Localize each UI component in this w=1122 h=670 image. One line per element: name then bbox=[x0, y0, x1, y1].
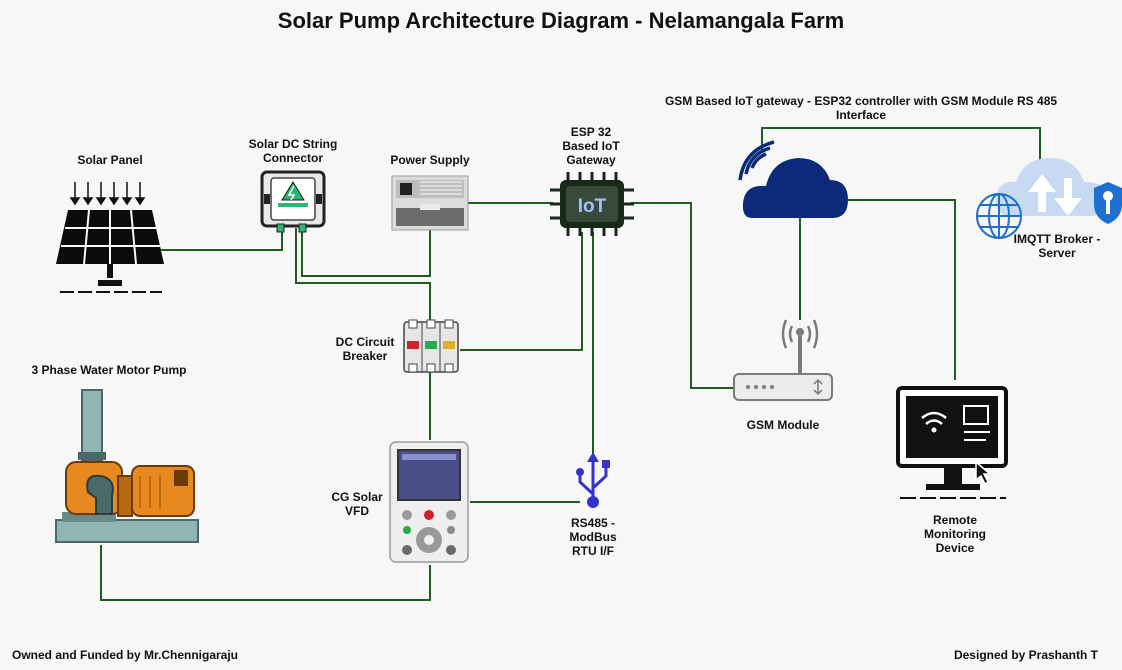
motor-pump-icon bbox=[55, 389, 199, 543]
label-mqtt-broker: IMQTT Broker - Server bbox=[1013, 232, 1101, 260]
footer-owner: Owned and Funded by Mr.Chennigaraju bbox=[12, 648, 239, 662]
wires bbox=[100, 127, 1041, 601]
monitor-icon bbox=[896, 386, 1008, 499]
label-gsm-iot-gateway: GSM Based IoT gateway - ESP32 controller… bbox=[664, 94, 1058, 122]
wire-cloud-remote bbox=[848, 199, 956, 380]
label-string-connector: Solar DC String Connector bbox=[248, 137, 338, 165]
wire-panel-connector bbox=[148, 228, 283, 251]
cloud-icon bbox=[738, 140, 848, 218]
wire-esp32-gsm bbox=[631, 202, 735, 389]
wire-gateway-top bbox=[761, 127, 1041, 160]
usb-icon bbox=[576, 452, 610, 508]
label-vfd: CG Solar VFD bbox=[331, 490, 383, 518]
mqtt-server-icon bbox=[976, 158, 1122, 239]
label-esp32-gateway: ESP 32 Based IoT Gateway bbox=[562, 125, 620, 167]
footer-designer: Designed by Prashanth T bbox=[953, 648, 1098, 662]
esp32-chip-icon: IoT bbox=[550, 172, 634, 236]
wire-connector-powersupply bbox=[301, 228, 431, 277]
page-title: Solar Pump Architecture Diagram - Nelama… bbox=[277, 8, 845, 33]
label-rs485: RS485 - ModBus RTU I/F bbox=[569, 516, 617, 558]
label-dc-breaker: DC Circuit Breaker bbox=[335, 335, 395, 363]
wire-pump-vfd bbox=[100, 545, 431, 601]
label-motor-pump: 3 Phase Water Motor Pump bbox=[31, 363, 187, 377]
iot-chip-text: IoT bbox=[578, 196, 607, 217]
gsm-router-icon bbox=[733, 319, 833, 401]
string-connector-icon bbox=[260, 170, 326, 233]
solar-panel-icon bbox=[56, 182, 164, 293]
label-gsm-module: GSM Module bbox=[746, 418, 820, 432]
label-remote-device: Remote Monitoring Device bbox=[924, 513, 986, 555]
power-supply-icon bbox=[391, 175, 469, 231]
label-solar-panel: Solar Panel bbox=[77, 153, 143, 167]
vfd-icon bbox=[389, 441, 469, 563]
dc-breaker-icon bbox=[403, 319, 459, 373]
label-power-supply: Power Supply bbox=[390, 153, 470, 167]
wire-breaker-esp32 bbox=[460, 232, 583, 351]
wire-connector-breaker bbox=[295, 228, 431, 320]
